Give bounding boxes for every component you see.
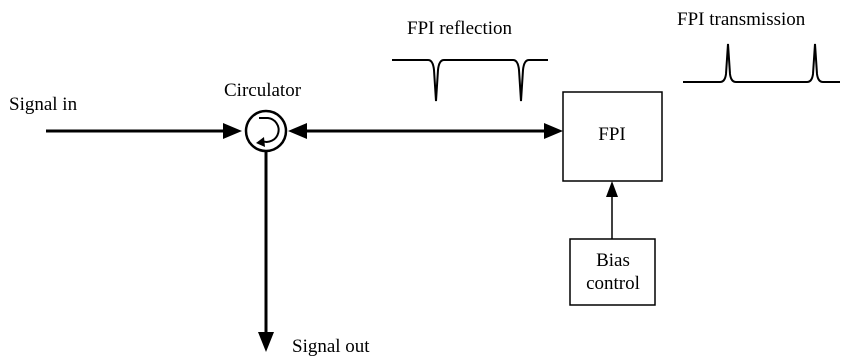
circulator-icon bbox=[244, 109, 288, 153]
signal-out-arrow bbox=[258, 151, 274, 352]
fpi-reflection-trace bbox=[392, 59, 548, 102]
bias-control-label-line2: control bbox=[586, 273, 640, 294]
bias-control-box bbox=[569, 238, 656, 306]
bias-to-fpi-arrow bbox=[606, 181, 618, 239]
fpi-label: FPI bbox=[598, 124, 625, 145]
fpi-box bbox=[562, 91, 663, 182]
fpi-transmission-label: FPI transmission bbox=[677, 9, 806, 30]
circulator-label: Circulator bbox=[224, 80, 302, 101]
signal-in-label: Signal in bbox=[9, 94, 78, 115]
fpi-reflection-label: FPI reflection bbox=[407, 18, 513, 39]
fpi-transmission-trace bbox=[683, 43, 840, 83]
signal-out-label: Signal out bbox=[292, 336, 370, 357]
bidirectional-arrow bbox=[288, 123, 563, 139]
bias-control-label-line1: Bias bbox=[596, 250, 630, 271]
signal-in-arrow bbox=[46, 123, 242, 139]
